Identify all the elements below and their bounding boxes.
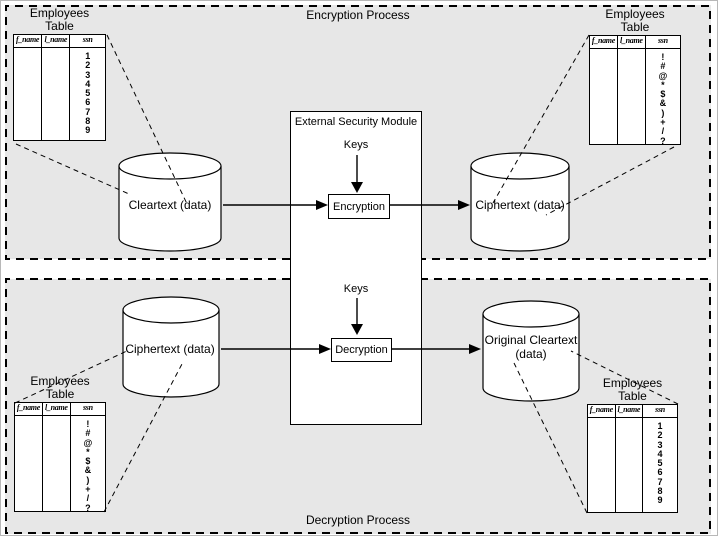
- f-name-cells: [588, 418, 615, 512]
- decryption-box: Decryption: [331, 338, 392, 362]
- encryption-process-title: Encryption Process: [306, 8, 410, 22]
- column-header-ssn: ssn: [643, 405, 677, 418]
- employees-table-title-line2: Table: [618, 389, 647, 403]
- f-name-column: f_name: [14, 35, 43, 140]
- keys-label-decryption: Keys: [343, 283, 369, 295]
- ssn-column: ssn ! # @ * $ & ) + / ?: [645, 36, 680, 144]
- column-header-l-name: l_name: [617, 36, 645, 49]
- ssn-column: ssn 1 2 3 4 5 6 7 8 9: [70, 35, 105, 140]
- column-header-ssn: ssn: [645, 36, 680, 49]
- employees-table-title-bottom-right: Employees Table: [587, 377, 678, 403]
- column-header-ssn: ssn: [70, 403, 105, 416]
- employees-table-cleartext-source: f_name l_name ssn 1 2 3 4 5 6 7 8 9: [13, 34, 106, 141]
- decryption-process-title: Decryption Process: [305, 513, 411, 527]
- column-header-f-name: f_name: [15, 403, 42, 416]
- l-name-column: l_name: [617, 36, 646, 144]
- f-name-column: f_name: [590, 36, 618, 144]
- column-header-ssn: ssn: [70, 35, 105, 48]
- column-header-l-name: l_name: [42, 403, 70, 416]
- original-cleartext-database-label: Original Cleartext (data): [482, 333, 580, 361]
- column-header-l-name: l_name: [42, 35, 70, 48]
- f-name-cells: [15, 416, 42, 511]
- column-header-f-name: f_name: [588, 405, 615, 418]
- column-header-l-name: l_name: [615, 405, 643, 418]
- keys-label-encryption: Keys: [343, 139, 369, 151]
- external-security-module-box: External Security Module: [290, 111, 422, 425]
- l-name-cells: [616, 418, 643, 512]
- column-header-f-name: f_name: [14, 35, 42, 48]
- cleartext-database-label: Cleartext (data): [128, 198, 212, 212]
- l-name-column: l_name: [615, 405, 644, 512]
- encryption-label: Encryption: [333, 200, 385, 213]
- original-cleartext-label-line2: (data): [515, 347, 547, 361]
- l-name-cells: [43, 416, 70, 511]
- employees-table-ciphertext-source: f_name l_name ssn ! # @ * $ & ) + / ?: [14, 402, 106, 512]
- l-name-column: l_name: [42, 35, 71, 140]
- ssn-cleartext-values: 1 2 3 4 5 6 7 8 9: [657, 421, 663, 506]
- l-name-cells: [618, 49, 645, 144]
- f-name-column: f_name: [588, 405, 616, 512]
- decryption-label: Decryption: [335, 344, 388, 356]
- f-name-cells: [14, 48, 41, 140]
- ciphertext-database-label-top: Ciphertext (data): [475, 198, 565, 212]
- original-cleartext-label-line1: Original Cleartext: [484, 333, 578, 347]
- ssn-ciphertext-values: ! # @ * $ & ) + / ?: [83, 419, 93, 511]
- encryption-box: Encryption: [328, 194, 390, 219]
- l-name-column: l_name: [42, 403, 71, 511]
- employees-table-ciphertext-result: f_name l_name ssn ! # @ * $ & ) + / ?: [589, 35, 681, 145]
- ssn-cleartext-values: 1 2 3 4 5 6 7 8 9: [85, 51, 91, 136]
- employees-table-title-bottom-left: Employees Table: [14, 375, 106, 401]
- l-name-cells: [42, 48, 69, 140]
- ssn-column: ssn ! # @ * $ & ) + / ?: [70, 403, 105, 511]
- column-header-f-name: f_name: [590, 36, 617, 49]
- ciphertext-database-label-bottom: Ciphertext (data): [125, 342, 215, 356]
- employees-table-original-cleartext: f_name l_name ssn 1 2 3 4 5 6 7 8 9: [587, 404, 678, 513]
- ssn-column: ssn 1 2 3 4 5 6 7 8 9: [643, 405, 677, 512]
- external-security-module-title: External Security Module: [294, 116, 418, 128]
- ssn-ciphertext-values: ! # @ * $ & ) + / ?: [658, 52, 668, 144]
- employees-table-title-line2: Table: [45, 387, 75, 401]
- employees-table-title-line2: Table: [620, 20, 650, 34]
- f-name-column: f_name: [15, 403, 43, 511]
- f-name-cells: [590, 49, 617, 144]
